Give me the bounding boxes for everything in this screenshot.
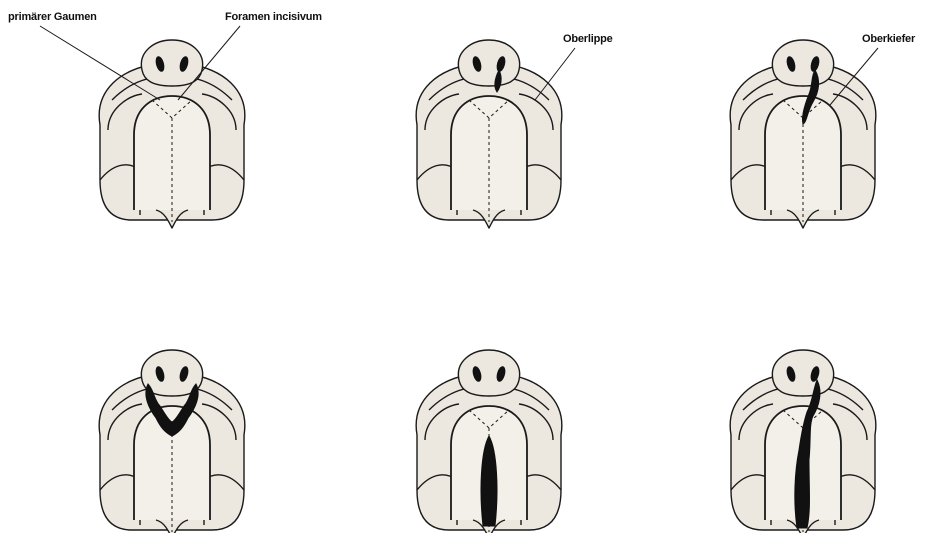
label-incisive-foramen: Foramen incisivum xyxy=(225,11,322,23)
panel-unilateral-lip-cleft xyxy=(416,40,562,228)
panel-isolated-palate-cleft xyxy=(416,350,562,533)
panel-unilateral-lip-jaw-palate-cleft xyxy=(730,350,876,533)
label-upper-lip: Oberlippe xyxy=(563,33,613,45)
nose xyxy=(772,40,833,86)
nose xyxy=(141,40,202,86)
panel-normal xyxy=(99,40,245,228)
panel-bilateral-lip-jaw-cleft xyxy=(99,350,245,533)
nose xyxy=(458,40,519,86)
nose xyxy=(772,350,833,396)
nose xyxy=(458,350,519,396)
panel-unilateral-lip-jaw-cleft xyxy=(730,40,876,228)
label-upper-jaw: Oberkiefer xyxy=(862,33,915,45)
label-primary-palate: primärer Gaumen xyxy=(8,11,97,23)
